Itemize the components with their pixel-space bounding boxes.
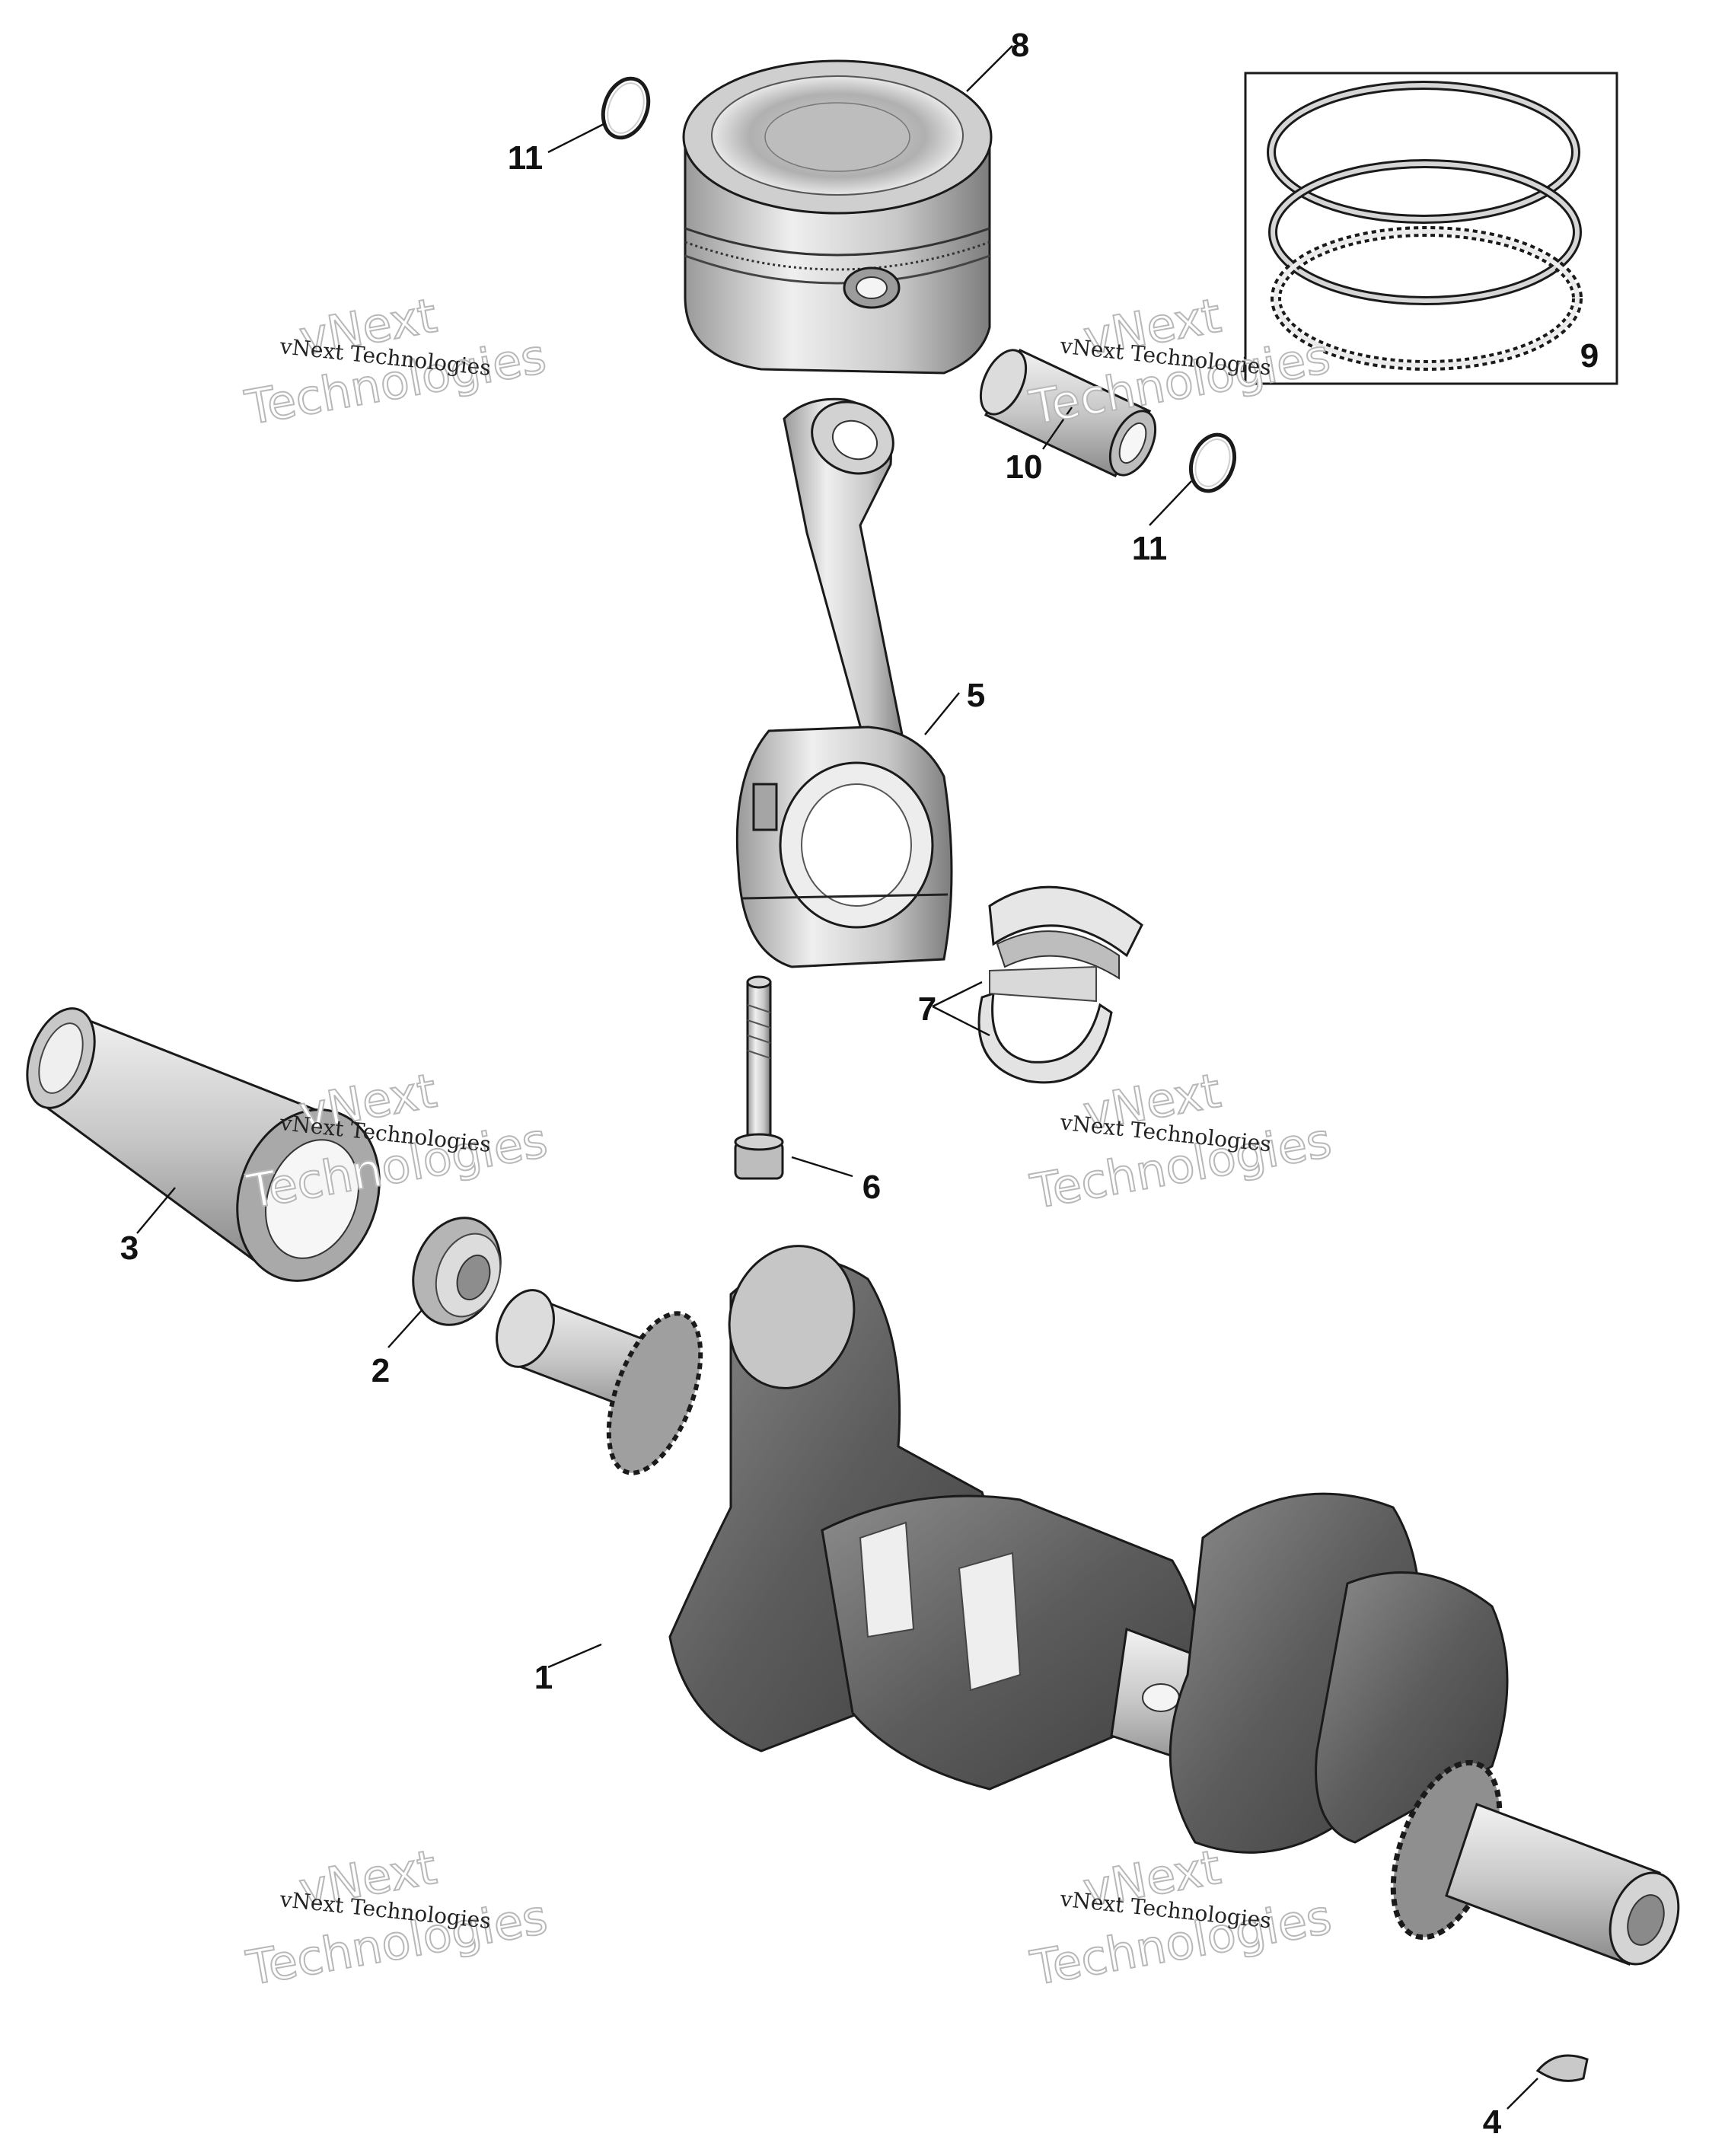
watermark-bottom-left: vNext Technologies vNext Technologies bbox=[241, 1839, 552, 1997]
callout-2: 2 bbox=[371, 1352, 390, 1389]
piston bbox=[682, 59, 993, 375]
callout-6: 6 bbox=[862, 1169, 881, 1206]
watermark-mid-right: vNext Technologies vNext Technologies bbox=[1025, 1062, 1336, 1220]
callout-9: 9 bbox=[1580, 337, 1599, 375]
callout-10: 10 bbox=[1006, 448, 1043, 486]
bearing-upper-half bbox=[988, 885, 1143, 980]
rod-bolt bbox=[734, 975, 784, 1180]
watermark-top-left: vNext Technologies vNext Technologies bbox=[241, 287, 551, 437]
callout-7: 7 bbox=[918, 990, 936, 1028]
woodruff-key bbox=[1535, 2054, 1589, 2082]
sprocket-nut bbox=[412, 1217, 502, 1326]
leader-lines bbox=[136, 45, 1538, 2110]
callout-11-right: 11 bbox=[1132, 530, 1168, 567]
crankshaft bbox=[496, 1245, 1680, 1966]
sleeve-tube bbox=[26, 1007, 381, 1282]
callout-5: 5 bbox=[967, 677, 985, 714]
circlip-top bbox=[601, 76, 651, 140]
bearing-lower-half bbox=[977, 965, 1113, 1084]
callout-1: 1 bbox=[534, 1659, 553, 1696]
callout-4: 4 bbox=[1483, 2103, 1502, 2141]
callout-8: 8 bbox=[1011, 27, 1029, 64]
callout-labels: 8 11 9 10 11 5 7 6 3 2 1 4 bbox=[120, 27, 1599, 2141]
connecting-rod bbox=[735, 397, 953, 968]
callout-11-top: 11 bbox=[508, 139, 544, 177]
piston-ring-set-box bbox=[1244, 72, 1618, 385]
callout-3: 3 bbox=[120, 1229, 139, 1267]
watermark-bottom-right: vNext Technologies vNext Technologies bbox=[1025, 1839, 1336, 1997]
circlip-right bbox=[1188, 432, 1237, 493]
